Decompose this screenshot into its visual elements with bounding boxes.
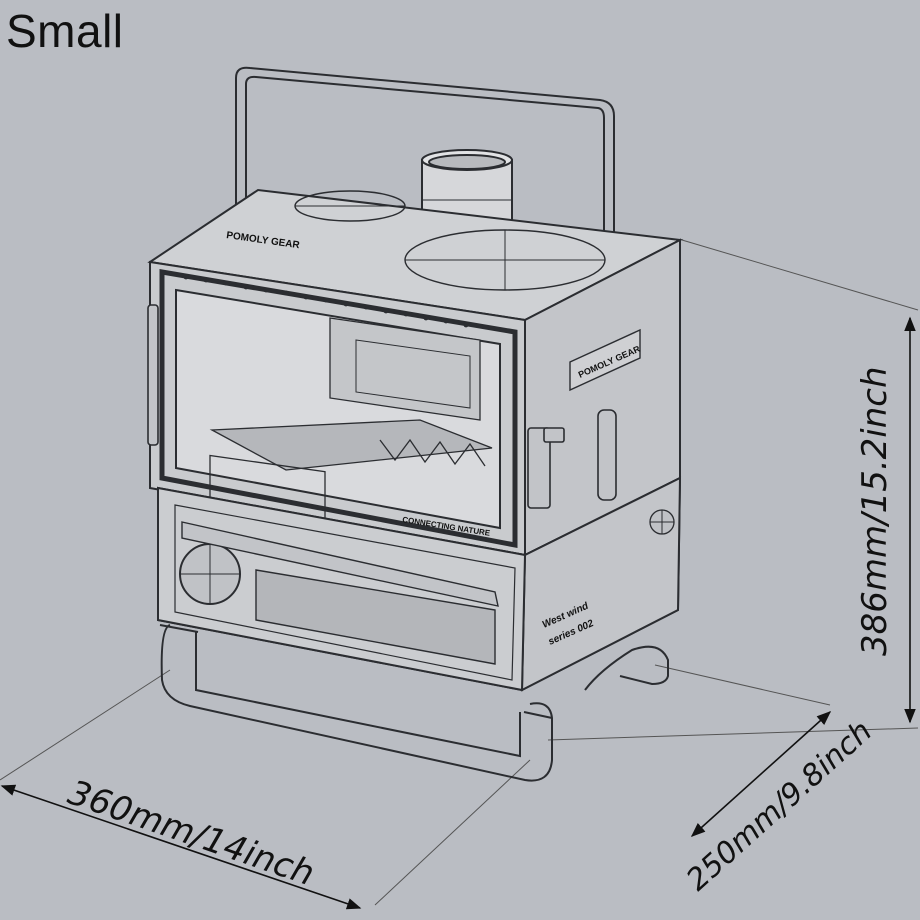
rivet-row <box>183 274 469 328</box>
firebox <box>147 188 684 557</box>
door-hinge <box>147 304 159 446</box>
width-dimension-arrow <box>0 784 362 910</box>
width-dimension-label: 360mm/14inch <box>63 773 319 895</box>
height-dimension-label: 386mm/15.2inch <box>855 366 895 656</box>
ash-drawer-box <box>157 476 682 692</box>
depth-dimension-arrow <box>690 711 832 837</box>
burner-plates <box>294 190 606 291</box>
depth-dimension-label: 250mm/9.8inch <box>680 714 879 898</box>
leg-frame <box>159 624 669 782</box>
air-vent-slot[interactable] <box>597 409 617 501</box>
dimension-arrows <box>0 316 916 910</box>
door-latch[interactable] <box>527 427 565 509</box>
diagram-title: Small <box>6 5 124 57</box>
